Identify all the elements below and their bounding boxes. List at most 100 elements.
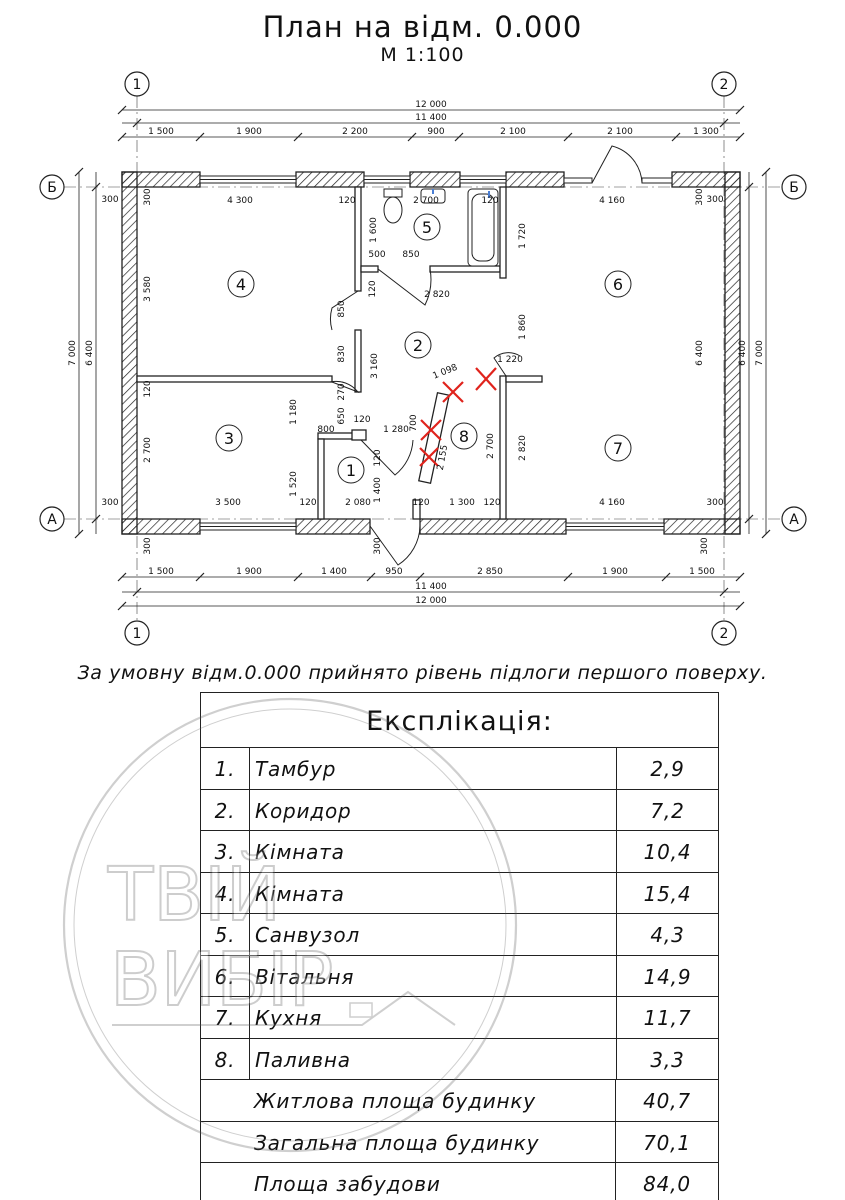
dim-label: 700 (409, 414, 419, 431)
room-marker: 3 (215, 424, 243, 452)
axis-label: 1 (133, 77, 142, 93)
room-name: Тамбур (250, 748, 617, 789)
svg-text:5: 5 (422, 218, 432, 237)
dim-label: 2 100 (607, 127, 633, 137)
svg-text:7: 7 (613, 439, 623, 458)
axis-marker-a-right: А (781, 506, 807, 532)
svg-text:2: 2 (413, 336, 423, 355)
room-name: Коридор (250, 789, 617, 830)
dim-label: 4 300 (227, 196, 253, 206)
axis-markers: 1 2 1 2 Б Б А (39, 71, 807, 646)
dim-label: 1 180 (289, 399, 299, 425)
dim-label: 120 (373, 449, 383, 466)
dim-label: 1 400 (373, 477, 383, 503)
table-row: 5. Санвузол 4,3 (201, 914, 718, 956)
svg-text:3: 3 (224, 429, 234, 448)
dim-label: 300 (700, 537, 710, 554)
total-row: Загальна площа будинку 70,1 (201, 1121, 718, 1163)
bathroom-fixtures (383, 188, 499, 267)
row-number-empty (201, 1163, 249, 1200)
dim-label: 3 500 (215, 498, 241, 508)
dim-label: 2 080 (345, 498, 371, 508)
dim-label: 1 098 (431, 363, 459, 382)
axis-label: А (47, 512, 57, 528)
dim-label: 7 000 (755, 340, 765, 366)
dim-label: 4 160 (599, 196, 625, 206)
dim-label: 300 (143, 537, 153, 554)
dim-label: 7 000 (68, 340, 78, 366)
svg-text:4: 4 (236, 275, 246, 294)
axis-label: 1 (133, 626, 142, 642)
axis-marker-2-top: 2 (711, 71, 737, 97)
room-area: 4,3 (650, 923, 685, 947)
dim-label: 900 (427, 127, 444, 137)
dim-label: 1 300 (449, 498, 475, 508)
room-name: Вітальня (250, 955, 617, 996)
room-area: 11,7 (643, 1006, 692, 1030)
dim-label: 11 400 (415, 582, 447, 592)
dim-label: 120 (481, 196, 498, 206)
room-area: 2,9 (650, 757, 685, 781)
total-row: Площа забудови 84,0 (201, 1163, 718, 1200)
plan-note: За умовну відм.0.000 прийнято рівень під… (77, 662, 768, 684)
dim-label: 830 (337, 345, 347, 362)
room-name: Кімната (250, 831, 617, 872)
dim-label: 300 (373, 537, 383, 554)
dim-label: 300 (101, 195, 118, 205)
row-number: 1. (201, 748, 250, 789)
dim-label: 120 (338, 196, 355, 206)
dim-label: 1 220 (497, 355, 523, 365)
dim-label: 270 (337, 383, 347, 400)
plan-title: План на відм. 0.000 (262, 10, 583, 44)
explication-title: Експлікація: (201, 693, 718, 748)
room-name: Кімната (250, 872, 617, 913)
dim-label: 3 160 (370, 353, 380, 379)
dim-label: 1 900 (236, 127, 262, 137)
room-name: Санвузол (250, 914, 617, 955)
dimension-labels: 12 000 11 400 1 500 1 900 2 200 900 2 10… (68, 100, 765, 606)
room-area: 7,2 (650, 798, 685, 823)
table-row: 7. Кухня 11,7 (201, 997, 718, 1039)
dimension-lines (74, 105, 771, 611)
dim-label: 4 160 (599, 498, 625, 508)
dim-label: 120 (353, 415, 370, 425)
dim-label: 120 (368, 280, 378, 297)
row-number: 4. (201, 872, 250, 913)
dim-label: 300 (706, 498, 723, 508)
total-area: 40,7 (643, 1089, 691, 1113)
table-row: 2. Коридор 7,2 (201, 789, 718, 831)
svg-text:8: 8 (459, 427, 469, 446)
room-area: 14,9 (643, 964, 692, 989)
row-number: 5. (201, 914, 250, 955)
plan-scale: М 1:100 (380, 44, 465, 66)
dim-label: 2 820 (424, 290, 450, 300)
dim-label: 2 850 (477, 567, 503, 577)
room-marker: 2 (404, 331, 432, 359)
dim-label: 300 (706, 195, 723, 205)
axis-marker-b-left: Б (39, 174, 65, 200)
axis-marker-a-left: А (39, 506, 65, 532)
total-row: Житлова площа будинку 40,7 (201, 1080, 718, 1122)
total-area: 84,0 (643, 1172, 691, 1196)
dim-label: 2 100 (500, 127, 526, 137)
dim-label: 2 155 (436, 444, 450, 471)
room-marker: 6 (604, 270, 632, 298)
dim-label: 120 (412, 498, 429, 508)
total-name: Загальна площа будинку (249, 1121, 616, 1162)
windows (199, 175, 673, 531)
axis-marker-1-top: 1 (124, 71, 150, 97)
dim-label: 1 900 (236, 567, 262, 577)
dim-label: 3 580 (143, 276, 153, 302)
total-area: 70,1 (643, 1130, 691, 1155)
room-name: Кухня (250, 997, 617, 1038)
room-marker: 4 (227, 270, 255, 298)
explication-table: Експлікація: 1. Тамбур 2,9 2. Коридор 7,… (200, 692, 719, 1200)
row-number: 3. (201, 831, 250, 872)
total-name: Житлова площа будинку (249, 1080, 616, 1121)
axis-label: 2 (720, 77, 729, 93)
room-name: Паливна (250, 1038, 617, 1079)
dim-label: 1 500 (148, 567, 174, 577)
dim-label: 850 (402, 250, 419, 260)
row-number-empty (201, 1122, 249, 1163)
dim-label: 1 280 (383, 425, 409, 435)
